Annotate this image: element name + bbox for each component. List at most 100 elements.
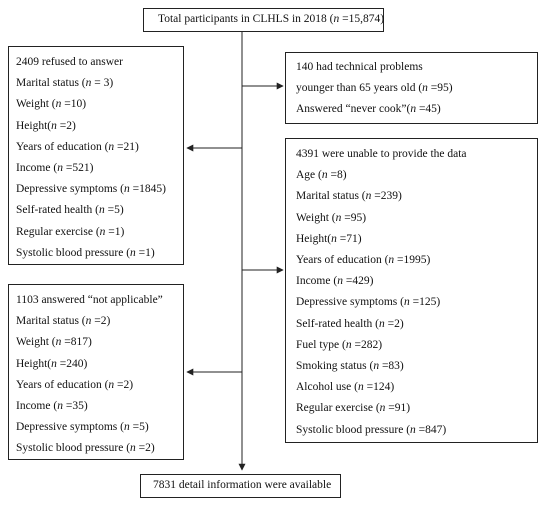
list-item: Height(n =240) (16, 354, 183, 375)
list-item: Years of education (n =1995) (296, 250, 537, 271)
list-item: Income (n =429) (296, 271, 537, 292)
item-label: Fuel type ( (296, 338, 346, 351)
item-n-symbol: n (379, 402, 386, 415)
list-item: Weight (n =95) (296, 208, 537, 229)
item-label: younger than 65 years old ( (296, 82, 423, 95)
item-label: Self-rated health ( (296, 317, 380, 330)
item-value: =35) (62, 400, 88, 413)
item-value: =10) (61, 98, 87, 111)
item-value: =1845) (129, 183, 166, 196)
item-value: =1) (105, 225, 125, 238)
list-item: Alcohol use (n =124) (296, 377, 537, 398)
item-n-symbol: n (335, 211, 342, 224)
item-n-symbol: n (55, 98, 62, 111)
item-n-symbol: n (337, 275, 343, 288)
item-n-symbol: n (410, 103, 417, 116)
item-n-symbol: n (403, 296, 410, 309)
item-label: Marital status ( (16, 315, 86, 328)
item-n-symbol: n (130, 246, 136, 259)
item-label: Self-rated health ( (16, 204, 100, 217)
list-item: Marital status (n =239) (296, 186, 537, 207)
item-n-symbol: n (108, 378, 115, 391)
item-value: =45) (416, 103, 441, 116)
item-value: =95) (341, 211, 367, 224)
item-value: =2) (56, 119, 76, 132)
list-item: Fuel type (n =282) (296, 335, 537, 356)
list-item: Age (n =8) (296, 165, 537, 186)
item-label: Marital status ( (296, 190, 366, 203)
available-info-box: 7831 detail information were available (140, 474, 341, 498)
item-label: Depressive symptoms ( (16, 183, 124, 196)
list-item: Systolic blood pressure (n =2) (16, 438, 183, 459)
not-applicable-box: 1103 answered “not applicable”Marital st… (8, 284, 184, 460)
item-label: Income ( (16, 162, 58, 175)
list-item: Income (n =521) (16, 158, 183, 179)
list-item: Height(n =2) (16, 116, 183, 137)
technical-list: 140 had technical problems younger than 6… (296, 57, 537, 121)
box-title: 2409 refused to answer (16, 56, 123, 68)
list-item: Regular exercise (n =1) (16, 222, 183, 243)
list-item: Height(n =71) (296, 229, 537, 250)
item-value: = 3) (91, 77, 114, 90)
technical-problems-box: 140 had technical problems younger than 6… (285, 52, 538, 124)
item-label: Depressive symptoms ( (296, 296, 404, 309)
item-value: =521) (62, 162, 94, 175)
item-n-symbol: n (108, 140, 115, 153)
item-value: =817) (61, 336, 92, 349)
item-value: =95) (427, 82, 453, 95)
item-label: Regular exercise ( (296, 402, 380, 415)
item-label: Height( (16, 119, 52, 132)
item-label: Weight ( (296, 211, 336, 224)
item-label: Weight ( (16, 98, 56, 111)
box-title: 140 had technical problems (296, 61, 423, 73)
item-n-symbol: n (57, 400, 63, 413)
item-n-symbol: n (410, 423, 416, 436)
list-item: Systolic blood pressure (n =1) (16, 243, 183, 264)
item-label: Depressive symptoms ( (16, 421, 124, 434)
item-n-symbol: n (373, 360, 380, 373)
item-label: Age ( (296, 169, 322, 182)
list-item: Self-rated health (n =2) (296, 314, 537, 335)
item-value: =71) (336, 232, 362, 245)
item-n-symbol: n (130, 442, 136, 455)
item-value: =1) (135, 246, 155, 259)
list-item: younger than 65 years old (n =95) (296, 78, 537, 99)
item-label: Years of education ( (16, 140, 109, 153)
list-item: Marital status (n = 3) (16, 73, 183, 94)
item-n-symbol: n (51, 357, 57, 370)
item-n-symbol: n (331, 232, 337, 245)
item-label: Regular exercise ( (16, 225, 100, 238)
item-value: =2) (384, 317, 404, 330)
item-value: =8) (327, 169, 347, 182)
item-n-symbol: n (123, 183, 130, 196)
item-label: Income ( (16, 400, 58, 413)
item-label: Years of education ( (16, 378, 109, 391)
item-n-symbol: n (55, 336, 62, 349)
list-item: Years of education (n =2) (16, 375, 183, 396)
list-item: Depressive symptoms (n =125) (296, 292, 537, 313)
item-n-symbol: n (51, 119, 57, 132)
item-value: =239) (371, 190, 402, 203)
item-label: Systolic blood pressure ( (16, 442, 131, 455)
total-participants-box: Total participants in CLHLS in 2018 (n =… (143, 8, 384, 32)
list-item: Answered “never cook”(n =45) (296, 99, 537, 120)
item-value: =5) (129, 421, 149, 434)
item-value: =21) (114, 140, 139, 153)
item-value: =1995) (394, 254, 431, 267)
item-value: =282) (351, 338, 383, 351)
item-value: =240) (56, 357, 88, 370)
list-item: Smoking status (n =83) (296, 356, 537, 377)
item-label: Alcohol use ( (296, 381, 358, 394)
item-n-symbol: n (123, 421, 130, 434)
item-n-symbol: n (321, 169, 328, 182)
item-n-symbol: n (379, 317, 385, 330)
total-participants-text: Total participants in CLHLS in 2018 (n =… (158, 13, 385, 25)
item-n-symbol: n (422, 82, 428, 95)
item-label: Height( (296, 232, 332, 245)
available-info-text: 7831 detail information were available (153, 479, 332, 491)
item-label: Years of education ( (296, 254, 389, 267)
list-item: Systolic blood pressure (n =847) (296, 420, 537, 441)
